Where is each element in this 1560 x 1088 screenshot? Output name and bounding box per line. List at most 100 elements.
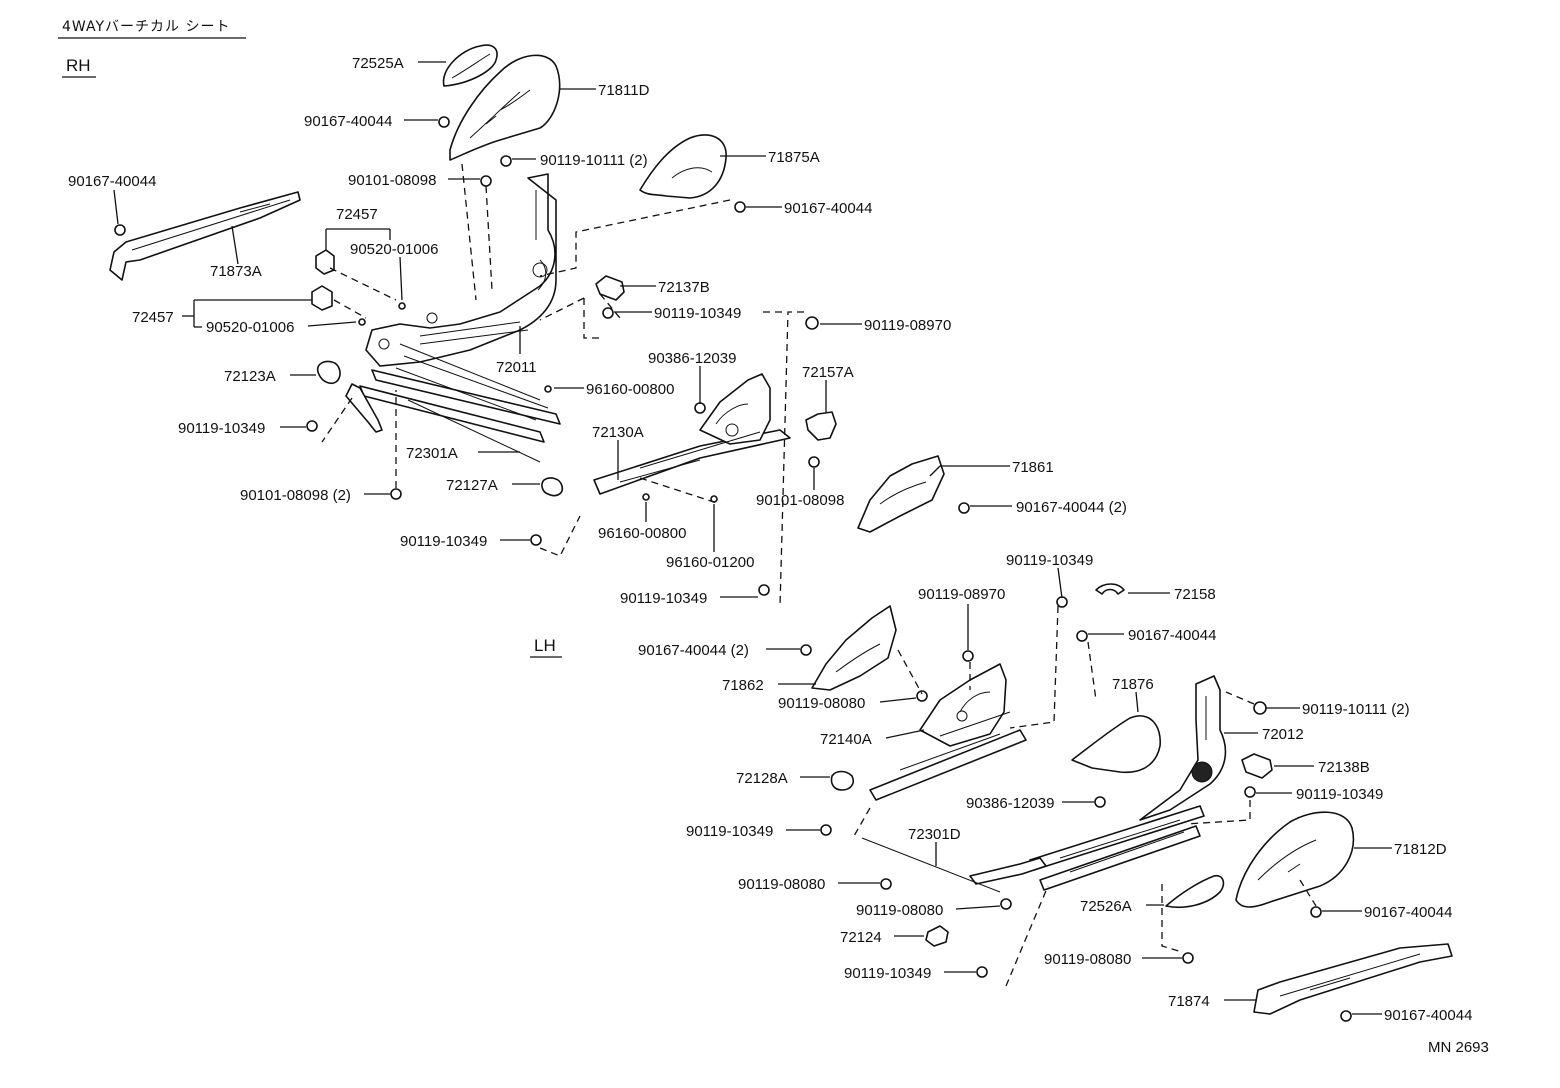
label-90119-08970-a: 90119-08970 bbox=[864, 317, 951, 334]
label-90167-40044-e: 90167-40044 bbox=[1364, 904, 1452, 921]
label-72301a: 72301A bbox=[406, 445, 458, 462]
cover-71862 bbox=[811, 605, 897, 691]
label-90119-10349-f: 90119-10349 bbox=[1296, 786, 1383, 803]
rail-72140a bbox=[869, 729, 1027, 801]
label-90167-40044-f: 90167-40044 bbox=[1384, 1007, 1472, 1024]
label-90119-08080-c: 90119-08080 bbox=[856, 902, 943, 919]
knob-cover-72525a bbox=[442, 44, 498, 87]
label-90119-10349-h: 90119-10349 bbox=[844, 965, 931, 982]
label-96160-00800-b: 96160-00800 bbox=[598, 525, 686, 542]
leader-lines bbox=[113, 61, 1392, 1015]
label-72127a: 72127A bbox=[446, 477, 498, 494]
knob-72127a bbox=[541, 477, 564, 497]
label-90167-40044-c: 90167-40044 bbox=[784, 200, 872, 217]
rail-lh-lower bbox=[1039, 825, 1201, 891]
side-cover-71874 bbox=[1253, 943, 1453, 1015]
label-72525a: 72525A bbox=[352, 55, 404, 72]
assembly-dashed-lines bbox=[321, 163, 1317, 987]
fasteners bbox=[114, 116, 1352, 1022]
label-72123a: 72123A bbox=[224, 368, 276, 385]
frame-72012 bbox=[1139, 675, 1227, 821]
label-72138b: 72138B bbox=[1318, 759, 1370, 776]
lh-shapes bbox=[811, 583, 1453, 1015]
label-90119-10349-b: 90119-10349 bbox=[178, 420, 265, 437]
label-71811d: 71811D bbox=[598, 82, 650, 99]
label-72157a: 72157A bbox=[802, 364, 854, 381]
label-90167-40044-2-b: 90167-40044 (2) bbox=[638, 642, 749, 659]
handle-lh bbox=[969, 857, 1047, 885]
label-72137b: 72137B bbox=[658, 279, 710, 296]
knob-72457-a bbox=[315, 249, 335, 275]
label-72128a: 72128A bbox=[736, 770, 788, 787]
diagram-title: 4WAYバーチカル シート bbox=[62, 19, 230, 35]
clip-72158 bbox=[1095, 583, 1125, 595]
label-90119-08970-b: 90119-08970 bbox=[918, 586, 1005, 603]
label-72158: 72158 bbox=[1174, 586, 1216, 603]
label-90119-08080-d: 90119-08080 bbox=[1044, 951, 1131, 968]
knob-cover-72526a bbox=[1165, 874, 1225, 908]
label-90386-12039-b: 90386-12039 bbox=[966, 795, 1054, 812]
label-90101-08098-2: 90101-08098 (2) bbox=[240, 487, 351, 504]
label-96160-00800-a: 96160-00800 bbox=[586, 381, 674, 398]
knob-72124 bbox=[925, 925, 949, 947]
knob-72128a bbox=[830, 770, 855, 791]
label-90520-01006-a: 90520-01006 bbox=[350, 241, 438, 258]
label-90119-08080-b: 90119-08080 bbox=[738, 876, 825, 893]
label-90386-12039-a: 90386-12039 bbox=[648, 350, 736, 367]
label-71874: 71874 bbox=[1168, 993, 1210, 1010]
label-71862: 71862 bbox=[722, 677, 764, 694]
recliner-cover-71812d bbox=[1235, 811, 1355, 908]
label-90119-08080-a: 90119-08080 bbox=[778, 695, 865, 712]
label-90167-40044-2-a: 90167-40044 (2) bbox=[1016, 499, 1127, 516]
label-90119-10111-2-b: 90119-10111 (2) bbox=[1302, 701, 1410, 718]
cover-71861 bbox=[857, 455, 945, 533]
label-72130a: 72130A bbox=[592, 424, 644, 441]
rail-rh-upper bbox=[371, 369, 561, 425]
label-90119-10111-2-a: 90119-10111 (2) bbox=[540, 152, 648, 169]
label-90167-40044-a: 90167-40044 bbox=[304, 113, 392, 130]
label-90119-10349-e: 90119-10349 bbox=[620, 590, 707, 607]
part-labels: 72525A 71811D 90167-40044 90119-10111 (2… bbox=[68, 55, 1472, 1024]
bracket-72137b bbox=[595, 275, 625, 301]
rh-shapes bbox=[109, 44, 945, 533]
rh-section-label: RH bbox=[66, 56, 91, 75]
cover-71876 bbox=[1071, 715, 1161, 774]
frame-72011 bbox=[365, 173, 557, 367]
label-72140a: 72140A bbox=[820, 731, 872, 748]
label-90119-10349-d: 90119-10349 bbox=[1006, 552, 1093, 569]
cover-72157a bbox=[805, 411, 837, 441]
lh-section-label: LH bbox=[534, 636, 556, 655]
label-90101-08098-b: 90101-08098 bbox=[756, 492, 844, 509]
label-71876: 71876 bbox=[1112, 676, 1154, 693]
label-90119-10349-c: 90119-10349 bbox=[400, 533, 487, 550]
label-71812d: 71812D bbox=[1394, 841, 1447, 858]
label-72011: 72011 bbox=[496, 359, 537, 376]
knob-72457-b bbox=[311, 285, 333, 311]
label-90101-08098-a: 90101-08098 bbox=[348, 172, 436, 189]
label-72457-a: 72457 bbox=[336, 206, 378, 223]
label-90119-10349-g: 90119-10349 bbox=[686, 823, 773, 840]
label-90167-40044-b: 90167-40044 bbox=[68, 173, 156, 190]
label-71873a: 71873A bbox=[210, 263, 262, 280]
cable-72301d bbox=[861, 837, 1001, 893]
label-71861: 71861 bbox=[1012, 459, 1054, 476]
frame-72140a bbox=[919, 663, 1007, 747]
label-72526a: 72526A bbox=[1080, 898, 1132, 915]
lever-rh bbox=[345, 383, 383, 433]
cover-71875a bbox=[639, 134, 727, 199]
label-72124: 72124 bbox=[840, 929, 882, 946]
label-72301d: 72301D bbox=[908, 826, 961, 843]
label-72457-b: 72457 bbox=[132, 309, 174, 326]
label-90520-01006-b: 90520-01006 bbox=[206, 319, 294, 336]
knob-72123a bbox=[316, 360, 341, 385]
label-90119-10349-a: 90119-10349 bbox=[654, 305, 741, 322]
label-71875a: 71875A bbox=[768, 149, 820, 166]
diagram-code: MN 2693 bbox=[1428, 1039, 1489, 1056]
adjuster-72130a bbox=[593, 429, 791, 495]
frame-upright-72130a bbox=[699, 373, 771, 445]
label-96160-01200: 96160-01200 bbox=[666, 554, 754, 571]
label-90167-40044-d: 90167-40044 bbox=[1128, 627, 1216, 644]
bracket-72138b bbox=[1241, 753, 1273, 779]
label-72012: 72012 bbox=[1262, 726, 1304, 743]
